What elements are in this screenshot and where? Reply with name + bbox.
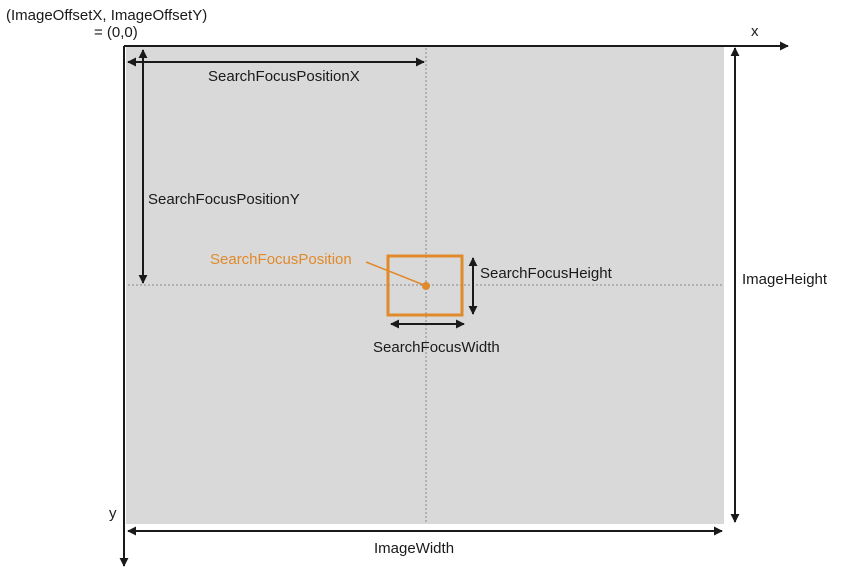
origin-label-line1: (ImageOffsetX, ImageOffsetY) (6, 7, 207, 24)
search-focus-height-label: SearchFocusHeight (480, 265, 613, 282)
search-focus-position-label: SearchFocusPosition (210, 251, 352, 268)
search-focus-position-y-label: SearchFocusPositionY (148, 191, 300, 208)
search-focus-position-leader (365, 261, 425, 286)
origin-label-line2: = (0,0) (94, 24, 138, 41)
y-axis-label: y (109, 505, 117, 522)
search-focus-width-label: SearchFocusWidth (373, 339, 500, 356)
search-focus-rectangle (386, 254, 464, 317)
search-focus-center-dot (422, 282, 430, 290)
search-focus-position-x-label: SearchFocusPositionX (208, 68, 360, 85)
x-axis-label: x (751, 23, 759, 40)
image-height-label: ImageHeight (742, 271, 828, 288)
image-width-label: ImageWidth (374, 540, 454, 557)
